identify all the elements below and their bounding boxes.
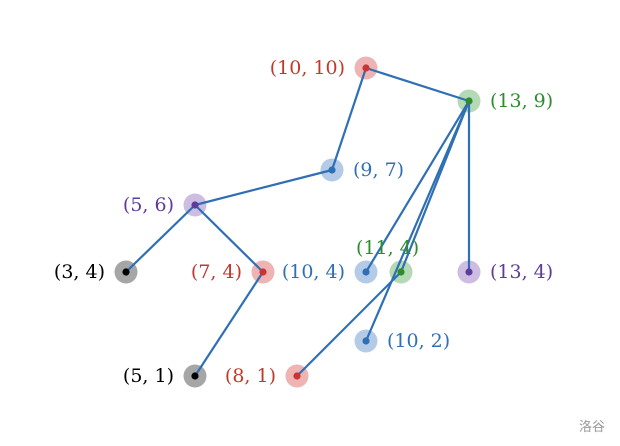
node-n10_4: (10, 4) [282, 261, 370, 283]
edge-n10_10-n13_9 [364, 66, 471, 103]
edge-n10_10-n9_7 [330, 66, 368, 172]
edge-n7_4-n5_1 [193, 270, 265, 378]
node-dot-n10_2 [362, 337, 370, 345]
node-label-n13_4: (13, 4) [490, 261, 553, 283]
edge-n5_6-n3_4 [124, 203, 197, 274]
node-n3_4: (3, 4) [54, 261, 130, 283]
node-n8_1: (8, 1) [225, 365, 301, 387]
node-dot-n5_1 [191, 372, 199, 380]
edge-n5_6-n7_4 [193, 203, 265, 274]
node-n5_1: (5, 1) [123, 365, 199, 387]
node-n9_7: (9, 7) [328, 159, 404, 181]
node-dot-n13_9 [465, 97, 473, 105]
node-dot-n3_4 [122, 268, 130, 276]
node-n11_4: (11, 4) [356, 237, 419, 276]
node-n10_2: (10, 2) [362, 330, 450, 352]
node-layer: (10, 10) (13, 9) (9, 7) (5, 6) (3, 4) (7, 4) (… [54, 57, 553, 387]
node-label-n9_7: (9, 7) [353, 159, 404, 181]
edge-n11_4-n8_1 [295, 270, 403, 378]
watermark: 洛谷 [579, 420, 605, 435]
edge-n9_7-n5_6 [193, 168, 334, 207]
node-dot-n11_4 [397, 268, 405, 276]
node-dot-n9_7 [328, 166, 336, 174]
node-dot-n8_1 [293, 372, 301, 380]
node-n13_4: (13, 4) [465, 261, 553, 283]
node-label-n3_4: (3, 4) [54, 261, 105, 283]
node-n5_6: (5, 6) [123, 194, 199, 216]
node-dot-n7_4 [259, 268, 267, 276]
node-label-n10_10: (10, 10) [270, 57, 345, 79]
node-dot-n10_10 [362, 64, 370, 72]
node-label-n5_6: (5, 6) [123, 194, 174, 216]
node-label-n11_4: (11, 4) [356, 237, 419, 259]
edge-n13_9-n10_2 [364, 99, 471, 343]
node-dot-n13_4 [465, 268, 473, 276]
node-label-n10_2: (10, 2) [387, 330, 450, 352]
edge-layer [124, 66, 471, 378]
node-dot-n10_4 [362, 268, 370, 276]
edge-n13_9-n10_4 [364, 99, 471, 274]
node-n10_10: (10, 10) [270, 57, 370, 79]
node-dot-n5_6 [191, 201, 199, 209]
node-label-n8_1: (8, 1) [225, 365, 276, 387]
node-label-n5_1: (5, 1) [123, 365, 174, 387]
node-n13_9: (13, 9) [465, 90, 553, 112]
node-label-n10_4: (10, 4) [282, 261, 345, 283]
node-label-n7_4: (7, 4) [191, 261, 242, 283]
node-n7_4: (7, 4) [191, 261, 267, 283]
node-label-n13_9: (13, 9) [490, 90, 553, 112]
